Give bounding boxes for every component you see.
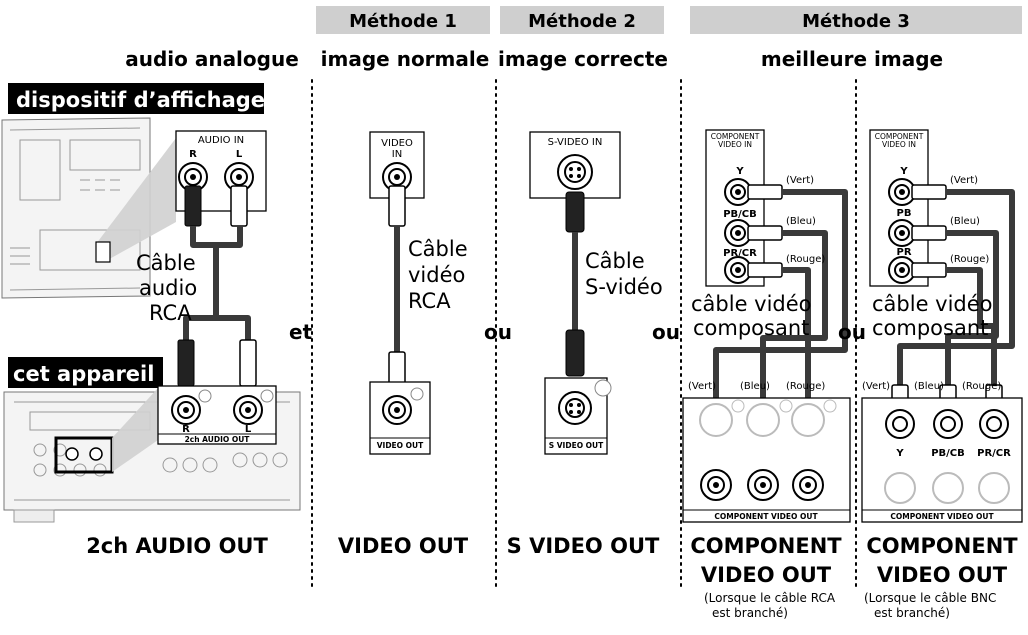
svg-text:(Rouge): (Rouge) — [962, 381, 1001, 392]
svg-text:R: R — [182, 424, 190, 435]
svg-text:(Rouge): (Rouge) — [786, 381, 825, 392]
svg-text:(Bleu): (Bleu) — [740, 381, 770, 392]
component-cable-label-bnc-1: câble vidéo — [872, 292, 993, 316]
method-3-title: Méthode 3 — [802, 11, 910, 32]
svg-text:(Rouge): (Rouge) — [950, 254, 989, 265]
component-out-panel-bnc: Y PB/CB PR/CR COMPONENT VIDEO OUT — [861, 397, 1023, 523]
conjunction-et: et — [289, 320, 313, 344]
svg-text:L: L — [245, 424, 252, 435]
audio-out-panel: R L 2ch AUDIO OUT — [157, 385, 277, 445]
audio-cable-label-2: audio — [139, 276, 197, 300]
svg-text:dispositif d’affichage: dispositif d’affichage — [16, 88, 265, 112]
svg-text:Y: Y — [895, 448, 904, 459]
svg-text:PR/CR: PR/CR — [723, 248, 757, 259]
video-rca-cable — [388, 185, 406, 395]
svg-text:IN: IN — [392, 149, 402, 160]
svg-text:(Vert): (Vert) — [862, 381, 890, 392]
subtitle-method-3: meilleure image — [761, 47, 943, 71]
bottom-video-out: VIDEO OUT — [338, 534, 469, 558]
component-out-panel-rca: COMPONENT VIDEO OUT — [682, 397, 851, 523]
svg-text:(Bleu): (Bleu) — [914, 381, 944, 392]
note-bnc-2: est branché) — [874, 606, 950, 620]
video-out-panel: VIDEO OUT — [369, 381, 431, 455]
svg-text:PB: PB — [897, 208, 912, 219]
svg-text:COMPONENT: COMPONENT — [875, 132, 924, 141]
svg-text:(Vert): (Vert) — [786, 175, 814, 186]
svg-text:(Rouge): (Rouge) — [786, 254, 825, 265]
conjunction-ou-3: ou — [838, 320, 866, 344]
component-in-panel-rca: COMPONENT VIDEO IN Y PB/CB PR/CR — [705, 129, 765, 287]
bottom-component-rca-1: COMPONENT — [690, 534, 842, 558]
bottom-audio-out: 2ch AUDIO OUT — [86, 534, 268, 558]
svideo-cable-label-1: Câble — [585, 249, 645, 273]
component-cable-label-rca-1: câble vidéo — [691, 292, 812, 316]
svideo-out-panel: S VIDEO OUT — [544, 377, 612, 455]
method-3-header: Méthode 3 — [690, 6, 1022, 34]
svg-text:VIDEO OUT: VIDEO OUT — [377, 441, 424, 450]
video-cable-label-3: RCA — [408, 289, 451, 313]
svg-text:VIDEO: VIDEO — [381, 138, 413, 149]
svg-text:S-VIDEO IN: S-VIDEO IN — [548, 137, 603, 148]
svg-text:(Vert): (Vert) — [688, 381, 716, 392]
note-rca-2: est branché) — [712, 606, 788, 620]
svg-text:R: R — [189, 149, 197, 160]
svg-text:AUDIO IN: AUDIO IN — [198, 135, 244, 146]
method-1-header: Méthode 1 — [316, 6, 490, 34]
svg-text:PB/CB: PB/CB — [931, 448, 965, 459]
svideo-cable — [565, 191, 585, 377]
video-cable-label-2: vidéo — [408, 263, 465, 287]
svg-text:cet appareil: cet appareil — [13, 362, 154, 386]
method-2-title: Méthode 2 — [528, 11, 636, 32]
bottom-component-bnc-2: VIDEO OUT — [877, 563, 1008, 587]
audio-cable-label-3: RCA — [149, 301, 192, 325]
video-cable-label-1: Câble — [408, 237, 468, 261]
bottom-component-bnc-1: COMPONENT — [866, 534, 1018, 558]
method-1-title: Méthode 1 — [349, 11, 457, 32]
note-bnc-1: (Lorsque le câble BNC — [864, 591, 996, 605]
svg-text:VIDEO IN: VIDEO IN — [718, 140, 752, 149]
svg-text:(Bleu): (Bleu) — [950, 216, 980, 227]
svg-text:PR/CR: PR/CR — [977, 448, 1011, 459]
svg-text:Y: Y — [899, 166, 908, 177]
subtitle-method-1: image normale — [321, 47, 490, 71]
svg-text:COMPONENT VIDEO OUT: COMPONENT VIDEO OUT — [890, 512, 994, 521]
conjunction-ou-1: ou — [484, 320, 512, 344]
svideo-cable-label-2: S-vidéo — [585, 275, 663, 299]
svg-text:COMPONENT: COMPONENT — [711, 132, 760, 141]
svg-text:2ch AUDIO OUT: 2ch AUDIO OUT — [185, 435, 251, 444]
note-rca-1: (Lorsque le câble RCA — [704, 591, 836, 605]
conjunction-ou-2: ou — [652, 320, 680, 344]
this-unit-label: cet appareil — [8, 357, 163, 388]
component-in-panel-bnc: COMPONENT VIDEO IN Y PB PR — [869, 129, 929, 287]
tv-illustration — [1, 117, 176, 299]
method-2-header: Méthode 2 — [500, 6, 664, 34]
audio-cable-label-1: Câble — [136, 251, 196, 275]
svg-text:PB/CB: PB/CB — [723, 209, 757, 220]
component-cable-label-bnc-2: composant — [872, 316, 988, 340]
display-device-label: dispositif d’affichage — [8, 83, 265, 114]
subtitle-audio: audio analogue — [125, 47, 299, 71]
svg-text:VIDEO IN: VIDEO IN — [882, 140, 916, 149]
svg-text:COMPONENT VIDEO OUT: COMPONENT VIDEO OUT — [714, 512, 818, 521]
bottom-svideo-out: S VIDEO OUT — [507, 534, 660, 558]
component-cable-label-rca-2: composant — [693, 316, 809, 340]
svideo-in-panel: S-VIDEO IN — [529, 131, 621, 199]
subtitle-method-2: image correcte — [498, 47, 668, 71]
svg-text:(Vert): (Vert) — [950, 175, 978, 186]
svg-text:(Bleu): (Bleu) — [786, 216, 816, 227]
svg-text:PR: PR — [896, 247, 911, 258]
audio-rca-cable — [177, 185, 257, 387]
bottom-component-rca-2: VIDEO OUT — [701, 563, 832, 587]
svg-text:S VIDEO OUT: S VIDEO OUT — [549, 441, 604, 450]
svg-text:L: L — [236, 149, 243, 160]
svg-text:Y: Y — [735, 166, 744, 177]
